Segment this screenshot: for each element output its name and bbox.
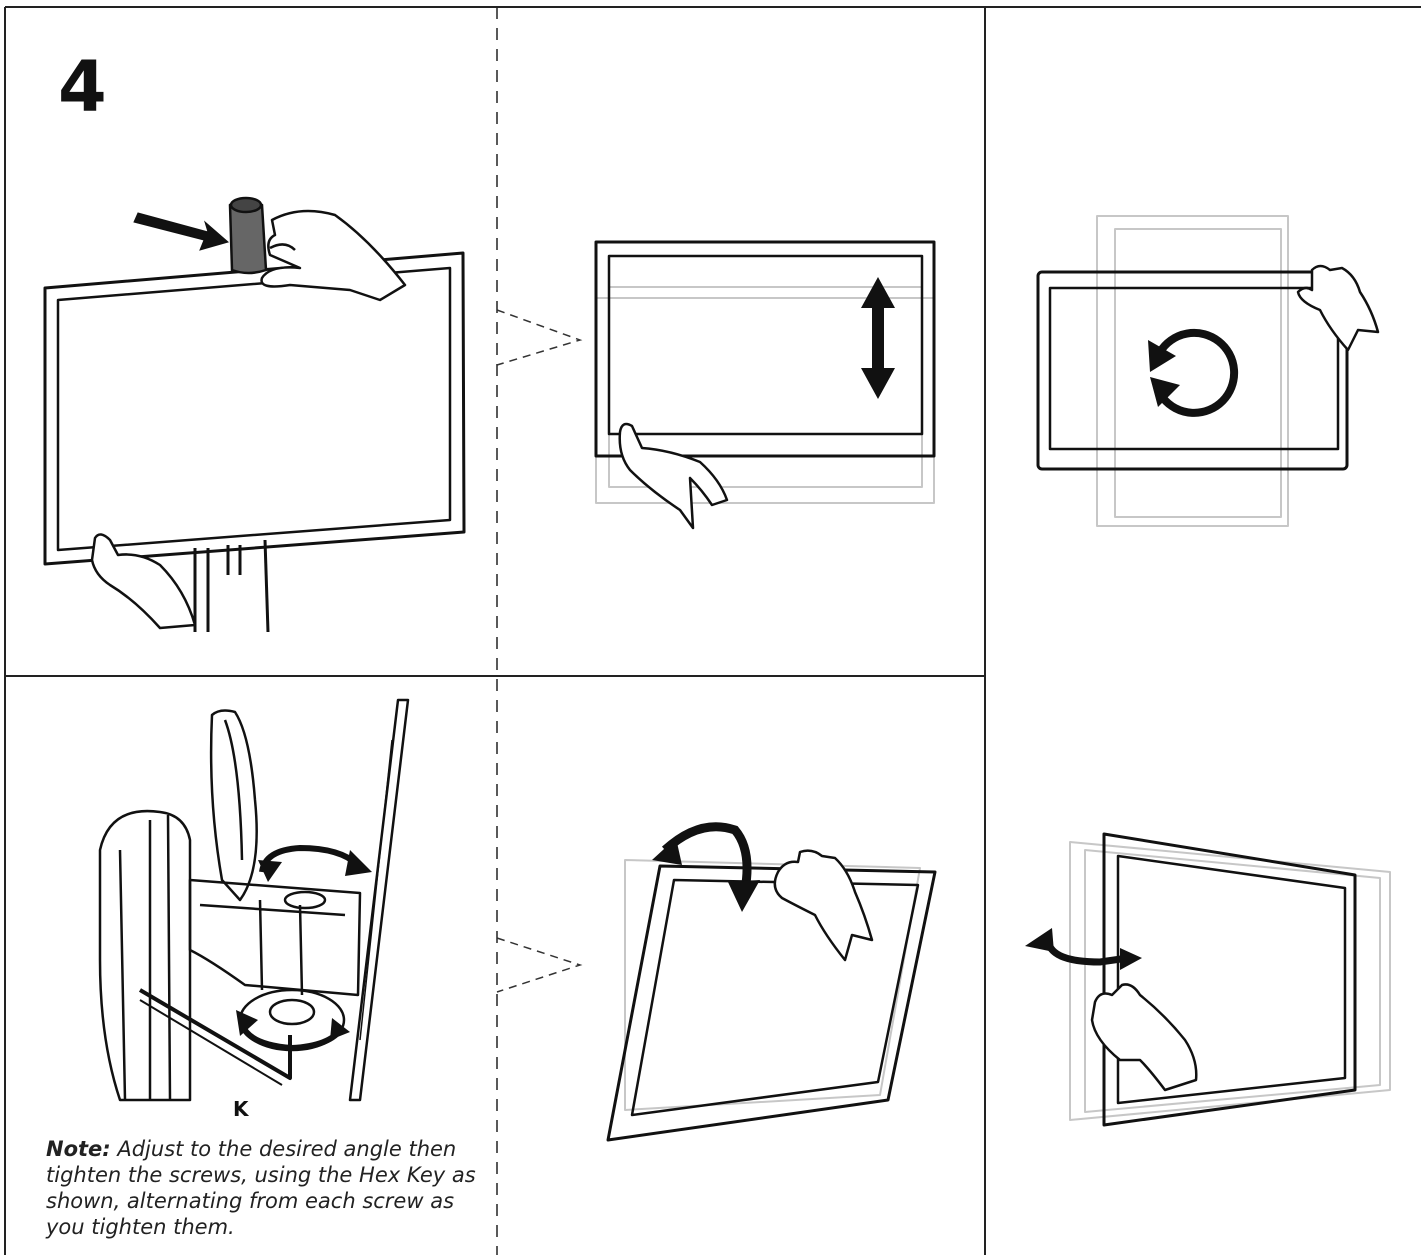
hand-icon	[260, 209, 407, 302]
rotate-arrow-icon	[1148, 328, 1239, 417]
hand-icon	[618, 422, 729, 530]
hex-key-label: K	[233, 1097, 249, 1121]
rotate-arrows-icon	[236, 844, 372, 1052]
pole-cap-icon	[228, 196, 268, 275]
arrow-right-icon	[133, 212, 230, 251]
hand-icon	[773, 849, 874, 962]
step-number: 4	[58, 46, 107, 128]
callout-wedge-top	[496, 309, 583, 366]
callout-wedge-bottom	[496, 937, 583, 993]
arrow-vertical-double-icon	[861, 277, 895, 399]
hand-icon	[1090, 983, 1198, 1092]
hand-icon	[90, 533, 197, 630]
monitor-tilt-illustration	[606, 859, 937, 1142]
monitor-rotate-illustration	[1036, 215, 1349, 527]
note-body: Adjust to the desired angle then tighten…	[46, 1137, 476, 1239]
monitor-swivel-illustration	[1069, 832, 1391, 1127]
swivel-arrow-icon	[1025, 928, 1142, 970]
note-label: Note:	[46, 1137, 111, 1161]
tilt-arrow-icon	[652, 822, 760, 912]
hand-icon	[1296, 264, 1380, 352]
note-text: Note: Adjust to the desired angle then t…	[46, 1136, 486, 1240]
monitor-height-illustration	[594, 240, 936, 504]
panel-grid	[4, 6, 1421, 1255]
